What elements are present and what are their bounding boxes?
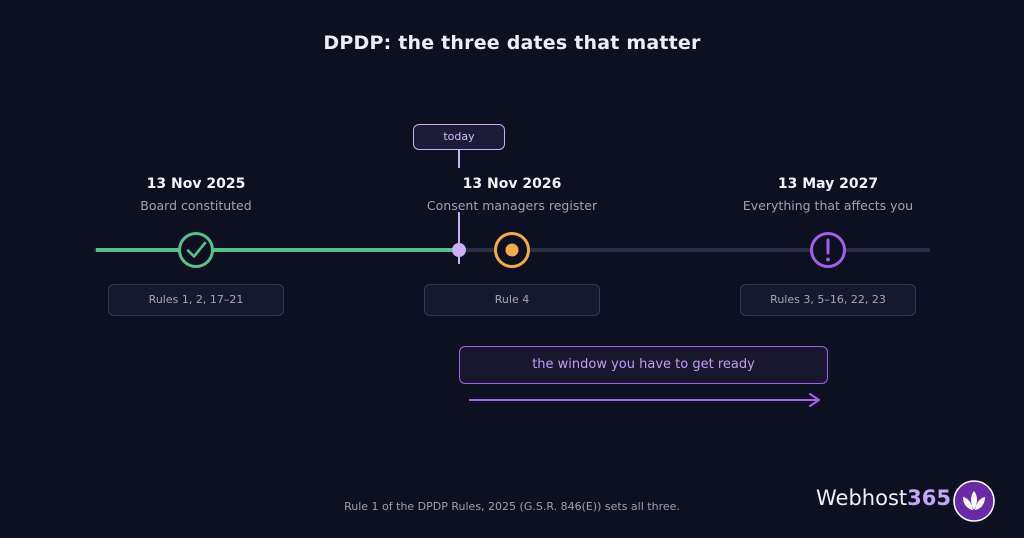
milestone-2-node <box>494 232 530 268</box>
milestone-3-description: Everything that affects you <box>742 198 914 213</box>
milestone-3-date: 13 May 2027 <box>777 176 879 192</box>
milestone-1-rules: Rules 1, 2, 17–21 <box>108 284 284 316</box>
milestone-1-date: 13 Nov 2025 <box>146 176 246 192</box>
dot-icon <box>505 243 519 257</box>
milestone-2-rules: Rule 4 <box>424 284 600 316</box>
milestone-2-date: 13 Nov 2026 <box>462 176 562 192</box>
milestone-2-description: Consent managers register <box>426 198 598 213</box>
milestone-1-description: Board constituted <box>140 198 252 213</box>
today-marker-dot <box>452 243 466 257</box>
milestone-1-node <box>178 232 214 268</box>
lotus-logo-icon <box>953 480 995 522</box>
brand-number: 365 <box>907 486 951 510</box>
check-icon <box>186 241 207 258</box>
milestone-3-rules: Rules 3, 5–16, 22, 23 <box>740 284 916 316</box>
brand-name: Webhost <box>816 486 908 510</box>
milestone-3-node <box>810 232 846 268</box>
page-title: DPDP: the three dates that matter <box>323 32 701 54</box>
brand-wordmark: Webhost365 <box>816 486 951 510</box>
today-tag: today <box>413 124 505 150</box>
readiness-window-label: the window you have to get ready <box>459 346 828 384</box>
footer-note: Rule 1 of the DPDP Rules, 2025 (G.S.R. 8… <box>344 500 680 513</box>
window-arrow-head <box>809 393 820 407</box>
